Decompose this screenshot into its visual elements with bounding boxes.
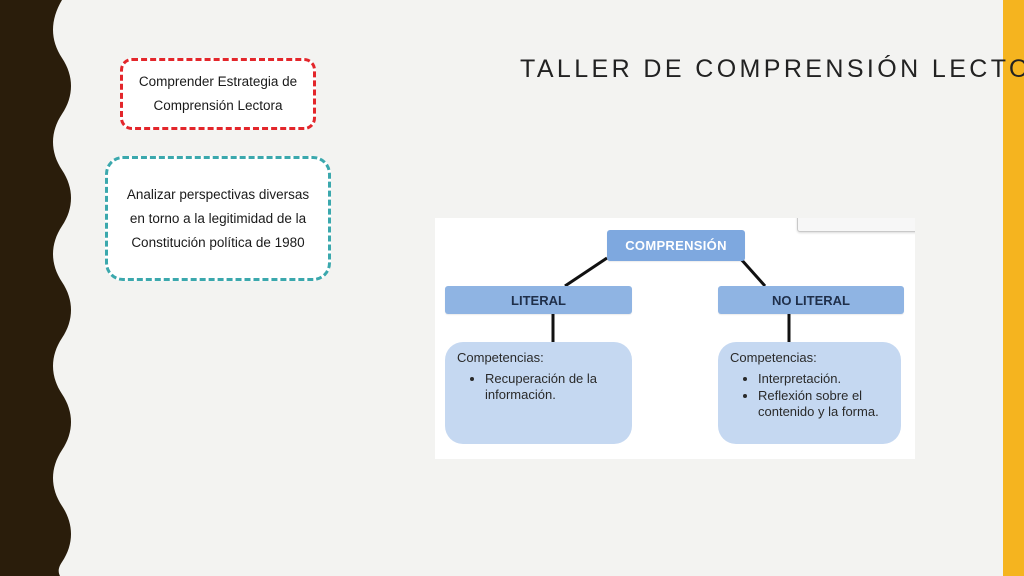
objective-text: Comprender Estrategia de Comprensión Lec… [138, 74, 298, 113]
connector-root-noliteral [738, 257, 767, 287]
slide-title: TALLER DE COMPRENSIÓN LECTORA [520, 54, 1024, 83]
list-item: Recuperación de la información. [485, 371, 620, 403]
list-item: Interpretación. [758, 371, 889, 387]
panel-heading: Competencias: [457, 350, 544, 365]
diagram-connectors [551, 256, 791, 342]
node-literal: LITERAL [445, 286, 632, 314]
objective-text: Analizar perspectivas diversas en torno … [126, 186, 310, 250]
node-no-literal: NO LITERAL [718, 286, 904, 314]
window-edge-artifact [797, 218, 915, 232]
competency-list: Interpretación. Reflexión sobre el conte… [730, 371, 889, 420]
competency-list: Recuperación de la información. [457, 371, 620, 403]
panel-literal: Competencias: Recuperación de la informa… [445, 342, 632, 444]
connector-root-literal [564, 256, 608, 288]
comprension-diagram: COMPRENSIÓN LITERAL NO LITERAL Competenc… [435, 218, 915, 459]
objective-box-red: Comprender Estrategia de Comprensión Lec… [120, 58, 316, 130]
node-comprension: COMPRENSIÓN [607, 230, 745, 261]
objective-box-teal: Analizar perspectivas diversas en torno … [105, 156, 331, 281]
list-item: Reflexión sobre el contenido y la forma. [758, 388, 889, 420]
panel-no-literal: Competencias: Interpretación. Reflexión … [718, 342, 901, 444]
wavy-left-border [0, 0, 71, 576]
right-accent-stripe [1003, 0, 1024, 576]
panel-heading: Competencias: [730, 350, 817, 365]
